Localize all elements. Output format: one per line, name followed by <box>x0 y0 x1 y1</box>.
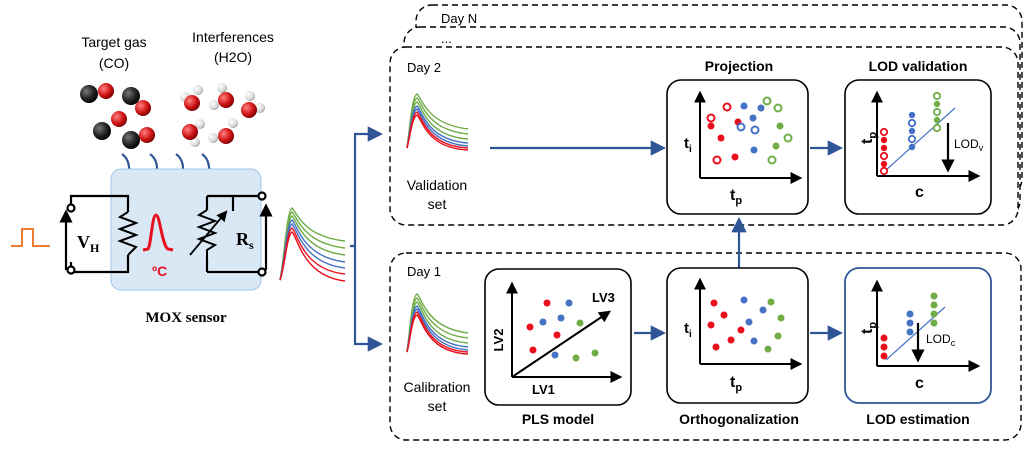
h2o-molecule-icon <box>241 91 265 118</box>
lodv-label: LODv <box>954 137 984 153</box>
h2o-molecule-icon <box>208 118 238 144</box>
sensor-body <box>110 168 262 291</box>
rs-label: Rs <box>236 229 254 252</box>
temperature-label: ºC <box>152 263 167 279</box>
day-2-label: Day 2 <box>407 60 441 75</box>
lod-validation-points <box>879 91 942 176</box>
lod-validation-axes <box>871 90 981 182</box>
sensing-resistor-icon <box>196 209 218 258</box>
lod-estimation-title: LOD estimation <box>866 411 969 427</box>
lod-validation-tp-label: tp <box>859 132 879 144</box>
lod-estimation-axes <box>871 279 981 372</box>
flow-arrows <box>490 140 844 341</box>
h2o-molecule-icon <box>182 119 205 147</box>
orthogonalization-ti-label: ti <box>684 320 692 340</box>
lodc-label: LODc <box>926 332 956 348</box>
heater-pulse-icon <box>11 228 50 247</box>
interferences-label: Interferences <box>192 29 274 45</box>
lv3-label: LV3 <box>592 290 615 305</box>
co-molecule-icon <box>93 111 127 140</box>
sensor-output-signals <box>279 207 346 282</box>
pls-points <box>526 299 599 362</box>
lod-estimation-tp-label: tp <box>859 322 879 334</box>
validation-set-label: Validation <box>407 177 467 193</box>
lod-validation-c-label: c <box>915 184 924 201</box>
lod-validation-regression-line <box>885 107 956 171</box>
variable-resistor-arrow-icon <box>189 210 228 256</box>
split-arrows <box>350 126 384 352</box>
orthogonalization-points <box>707 296 785 353</box>
projection-axes <box>694 90 803 184</box>
lv2-label: LV2 <box>491 329 506 352</box>
validation-signals <box>406 93 469 151</box>
projection-box <box>666 79 809 215</box>
day-n-label: Day N <box>441 11 477 26</box>
projection-title: Projection <box>705 58 773 74</box>
molecules-section: Target gas (CO) Interferences (H2O) <box>80 29 274 185</box>
lod-estimation-c-label: c <box>915 375 924 392</box>
calibration-signals <box>406 293 469 355</box>
target-gas-formula: (CO) <box>99 55 129 71</box>
day-dots-label: ... <box>441 31 452 46</box>
lv1-label: LV1 <box>532 382 555 397</box>
heating-curve-icon <box>142 213 174 252</box>
co-molecule-icon <box>122 87 151 116</box>
co-molecule-icon <box>80 83 114 103</box>
lod-validation-box <box>844 79 992 215</box>
h2o-molecule-icon <box>209 83 234 110</box>
validation-set-label-2: set <box>428 196 447 212</box>
mox-sensor-caption: MOX sensor <box>145 310 227 326</box>
mox-sensor-circuit: VH Rs ºC MOX sensor <box>11 168 346 326</box>
pls-model-title: PLS model <box>522 411 594 427</box>
projection-tp-label: tp <box>730 187 742 207</box>
lod-estimation-points <box>880 292 938 360</box>
projection-points <box>706 96 793 165</box>
calibration-set-label-2: set <box>428 398 447 414</box>
vh-label: VH <box>77 232 100 255</box>
circuit-wires <box>66 191 267 277</box>
orthogonalization-title: Orthogonalization <box>679 411 799 427</box>
lod-validation-title: LOD validation <box>869 58 968 74</box>
pls-axes <box>506 281 623 383</box>
orthogonalization-tp-label: tp <box>730 374 742 394</box>
h2o-molecule-icon <box>180 85 203 111</box>
co-molecule-icon <box>122 127 155 149</box>
day-1-label: Day 1 <box>407 264 441 279</box>
interferences-formula: (H2O) <box>214 49 252 65</box>
calibration-set-label: Calibration <box>404 379 471 395</box>
target-gas-label: Target gas <box>81 34 146 50</box>
orthogonalization-axes <box>694 277 803 370</box>
heater-resistor-icon <box>117 211 139 256</box>
projection-ti-label: ti <box>684 135 692 155</box>
